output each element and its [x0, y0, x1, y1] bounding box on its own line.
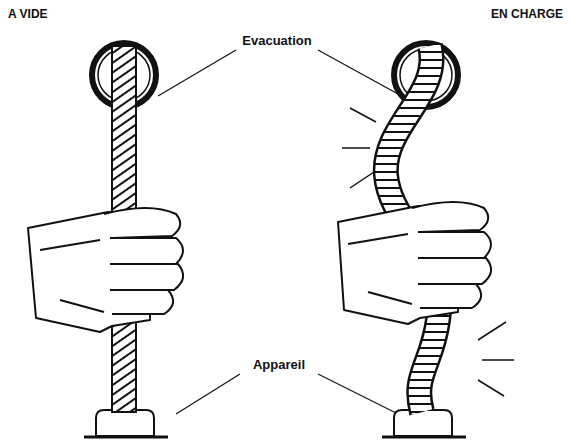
hand-right	[338, 202, 491, 324]
appliance-base	[382, 410, 466, 437]
hand-left	[28, 208, 183, 332]
appliance-base	[84, 410, 168, 437]
vibration-marks	[342, 108, 514, 396]
part-label: Appareil	[253, 358, 305, 372]
part-label: Evacuation	[242, 34, 311, 48]
state-label: A VIDE	[8, 8, 48, 21]
state-label: EN CHARGE	[491, 8, 563, 21]
